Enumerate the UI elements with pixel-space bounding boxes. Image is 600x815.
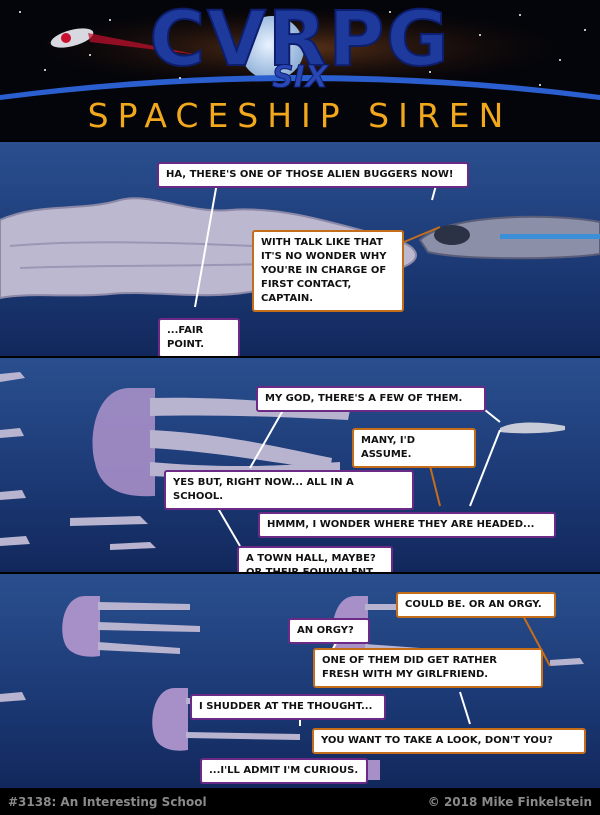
comic-footer: #3138: An Interesting School © 2018 Mike… [0,790,600,815]
jellyfish-large [92,388,350,497]
speech-bubble: With talk like that it's no wonder why y… [252,230,404,312]
horizon-arc [0,75,600,100]
logo-title: CVRPG [148,0,451,84]
comic-header: CVRPG SIX SPACESHIP SIREN [0,0,600,140]
speech-bubble: Hmmm, I wonder where they are headed... [258,512,556,538]
speech-bubble: Many, I'd assume. [352,428,476,468]
panel-3: Could be. Or an orgy. An orgy? One of th… [0,574,600,788]
speech-bubble: Ha, there's one of those alien buggers n… [157,162,469,188]
episode-title: #3138: An Interesting School [8,795,207,809]
speech-bubble: Yes but, right now... all in a school. [164,470,414,510]
panel-1: Ha, there's one of those alien buggers n… [0,142,600,356]
panel-2: My God, there's a few of them. Many, I'd… [0,358,600,572]
jellyfish-school [62,596,420,780]
copyright: © 2018 Mike Finkelstein [427,795,592,809]
comic-title: SPACESHIP SIREN [87,96,513,135]
planet [240,16,304,80]
speech-bubble: A town hall, maybe? Or their equivalent. [237,546,393,572]
speech-bubble: Could be. Or an orgy. [396,592,556,618]
speech-bubble: One of them did get rather fresh with my… [313,648,543,688]
speech-bubble: I shudder at the thought... [190,694,386,720]
speech-bubble: ...I'll admit I'm curious. [200,758,368,784]
speech-bubble: You want to take a look, don't you? [312,728,586,754]
speech-bubble: An orgy? [288,618,370,644]
spaceship-distant [500,422,565,434]
logo-subtitle: SIX [272,60,329,96]
header-background [0,8,600,100]
rocket-ship-icon [50,28,200,55]
speech-bubble: My God, there's a few of them. [256,386,486,412]
stars [19,11,586,86]
speech-bubble: ...Fair point. [158,318,240,356]
small-creatures [0,372,156,550]
spaceship [418,215,600,260]
